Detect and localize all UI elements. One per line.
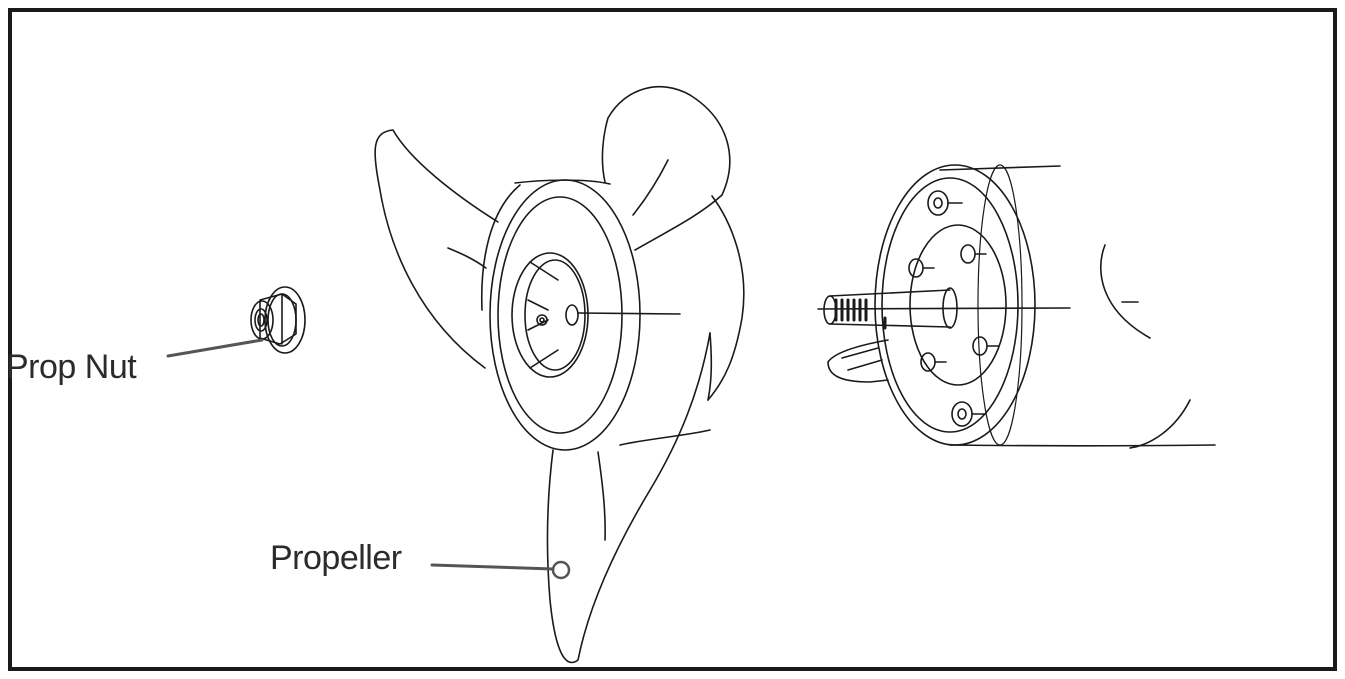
propeller-blade-upper-left [374, 129, 499, 369]
diagram-frame [8, 8, 1337, 671]
mounting-bolts [908, 190, 999, 427]
motor-housing [817, 164, 1216, 449]
propeller-blade-upper-right [601, 86, 731, 251]
motor-skeg [827, 339, 889, 383]
propeller [374, 86, 745, 664]
propeller-hub-bore [511, 252, 589, 378]
motor-shaft [817, 287, 1071, 330]
prop-nut-label: Prop Nut [6, 348, 137, 386]
propeller-leader-line [430, 563, 555, 571]
motor-mounting-plate [874, 164, 1036, 446]
propeller-label: Propeller [270, 539, 402, 577]
propeller-blade-lower [546, 332, 711, 664]
prop-nut-leader-line [166, 338, 264, 358]
prop-nut [250, 286, 306, 354]
